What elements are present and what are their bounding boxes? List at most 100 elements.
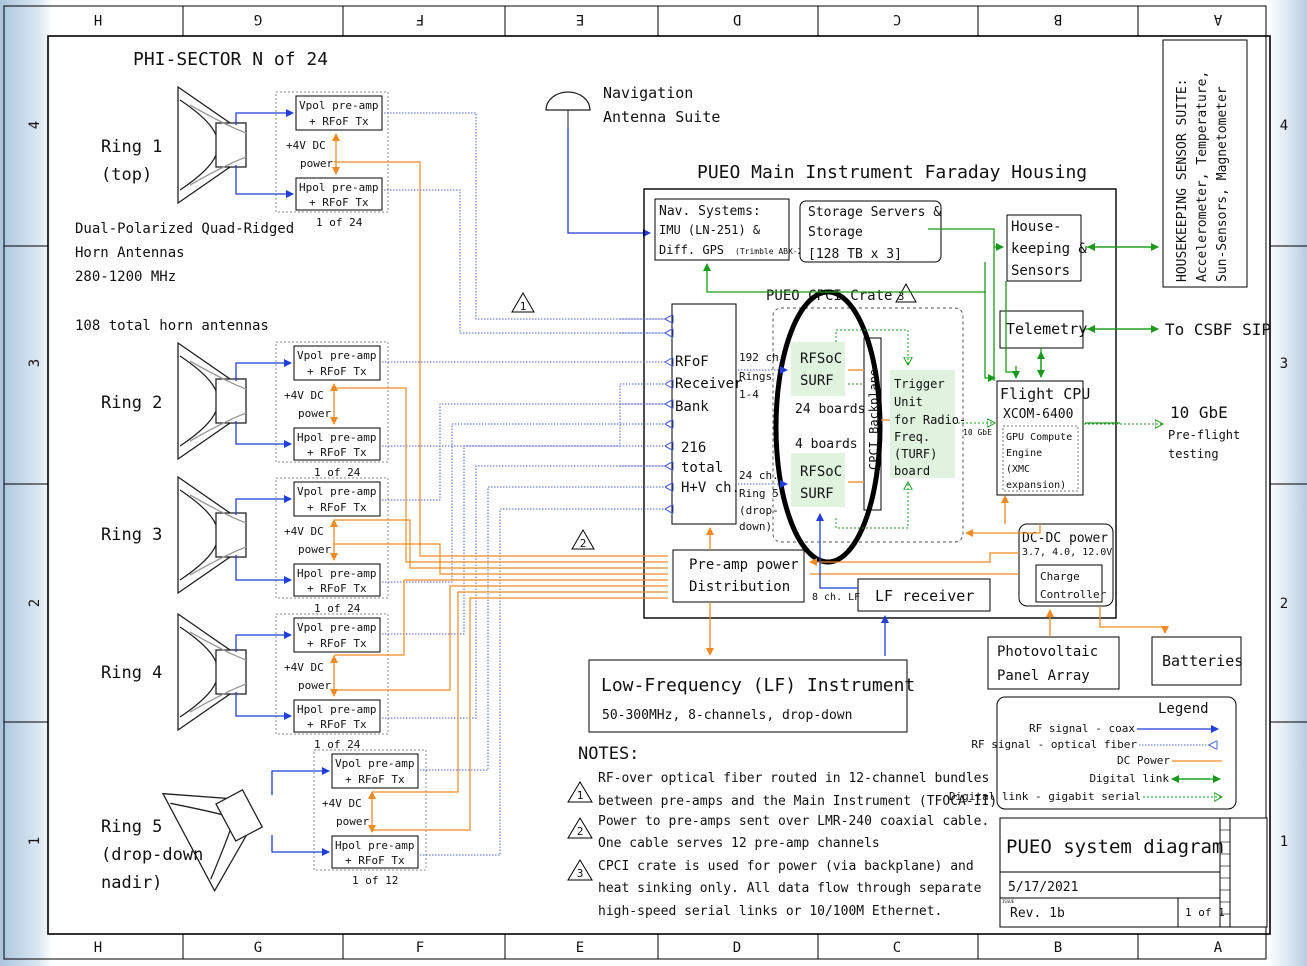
title-block: PUEO system diagram 5/17/2021 ISSUE Rev.… <box>999 817 1268 928</box>
svg-text:RFoF: RFoF <box>675 354 709 370</box>
svg-text:108 total horn antennas: 108 total horn antennas <box>75 318 269 334</box>
label-text: Vpol pre-amp <box>297 485 376 498</box>
svg-text:Legend: Legend <box>1158 701 1209 717</box>
grid-col-bottom: C <box>893 940 901 956</box>
svg-text:1 of 1: 1 of 1 <box>1185 906 1225 919</box>
svg-text:keeping &: keeping & <box>1011 241 1087 257</box>
grid-col-top: A <box>1213 11 1222 27</box>
svg-text:Trigger: Trigger <box>894 377 945 391</box>
label-text: + RFoF Tx <box>307 365 367 378</box>
storage-box: Storage Servers & Storage [128 TB x 3] <box>799 200 942 263</box>
svg-text:4 boards: 4 boards <box>795 437 858 452</box>
svg-text:Sensors: Sensors <box>1011 263 1070 279</box>
grid-col-bottom: D <box>733 940 741 956</box>
svg-text:PUEO system diagram: PUEO system diagram <box>1006 836 1223 858</box>
svg-text:LF receiver: LF receiver <box>875 587 974 605</box>
label-text: + RFoF Tx <box>309 115 369 128</box>
ring-1-sublabel: (top) <box>101 165 152 185</box>
svg-text:Low-Frequency (LF) Instrument: Low-Frequency (LF) Instrument <box>601 675 915 696</box>
svg-text:280-1200 MHz: 280-1200 MHz <box>75 269 176 285</box>
grid-row-right: 1 <box>1280 834 1288 850</box>
notes-section: NOTES: 1 RF-over optical fiber routed in… <box>567 744 997 919</box>
label-text: Vpol pre-amp <box>297 349 376 362</box>
label-text: Hpol pre-amp <box>297 567 376 580</box>
horn-icon <box>177 475 247 595</box>
grid-column-labels: H G F E D C B A H G F E D C B A <box>94 11 1223 956</box>
label-text: 1 of 24 <box>314 602 361 615</box>
vpol-preamp-box <box>293 345 381 381</box>
grid-col-top: G <box>254 11 262 27</box>
label-text: power <box>336 815 369 828</box>
label-text: Hpol pre-amp <box>297 703 376 716</box>
ring-3-label: Ring 3 <box>101 525 162 545</box>
label-text: +4V DC <box>286 139 326 152</box>
surf-board-4: 4 boards RFSoC SURF <box>791 437 858 507</box>
svg-text:24 ch.: 24 ch. <box>739 469 779 482</box>
svg-text:216: 216 <box>681 440 706 456</box>
dome-icon <box>545 91 591 111</box>
svg-text:Panel Array: Panel Array <box>997 668 1090 684</box>
svg-text:1-4: 1-4 <box>739 388 759 401</box>
grid-row-right: 3 <box>1280 356 1288 372</box>
svg-text:XCOM-6400: XCOM-6400 <box>1003 407 1073 422</box>
svg-text:3: 3 <box>898 290 905 303</box>
ring-4-label: Ring 4 <box>101 663 162 683</box>
svg-text:DC Power: DC Power <box>1117 754 1170 767</box>
svg-text:for Radio-: for Radio- <box>894 413 966 427</box>
svg-text:(TURF): (TURF) <box>894 447 937 461</box>
svg-text:SURF: SURF <box>800 486 834 502</box>
svg-text:Ring 5: Ring 5 <box>739 487 779 500</box>
dcdc-power-box: DC-DC power 3.7, 4.0, 12.0V Charge Contr… <box>1018 523 1114 607</box>
svg-text:Rings: Rings <box>739 370 772 383</box>
svg-text:HOUSEKEEPING SENSOR SUITE:: HOUSEKEEPING SENSOR SUITE: <box>1175 79 1190 283</box>
housing-title: PUEO Main Instrument Faraday Housing <box>697 162 1087 183</box>
label-text: Hpol pre-amp <box>299 181 378 194</box>
svg-text:SURF: SURF <box>800 373 834 389</box>
svg-text:8 ch. LF: 8 ch. LF <box>812 592 860 603</box>
grid-col-bottom: F <box>416 940 424 956</box>
label-text: + RFoF Tx <box>345 854 405 867</box>
svg-text:10 GbE: 10 GbE <box>1170 403 1228 422</box>
svg-text:Storage: Storage <box>808 225 863 240</box>
label-text: + RFoF Tx <box>309 196 369 209</box>
power-link <box>334 161 668 557</box>
power-link <box>334 543 668 575</box>
label-text: + RFoF Tx <box>307 637 367 650</box>
svg-text:heat sinking only. All data f: heat sinking only. All data flow through… <box>598 881 982 896</box>
grid-col-top: F <box>416 11 424 27</box>
svg-text:Storage Servers &: Storage Servers & <box>808 205 941 220</box>
svg-text:One cable serves 12 pre-amp ch: One cable serves 12 pre-amp channels <box>598 836 880 851</box>
svg-text:RFSoC: RFSoC <box>800 464 842 480</box>
label-text: +4V DC <box>322 797 362 810</box>
label-text: Vpol pre-amp <box>335 757 414 770</box>
rfof-receiver-bank: RFoF Receiver Bank 216 total H+V ch. <box>671 303 742 525</box>
label-text: +4V DC <box>284 525 324 538</box>
grid-row-right: 4 <box>1280 118 1288 134</box>
svg-text:down): down) <box>739 520 772 533</box>
grid-row-left: 1 <box>27 837 43 845</box>
label-text: + RFoF Tx <box>307 446 367 459</box>
svg-text:high-speed serial links or 10/: high-speed serial links or 10/100M Ether… <box>598 904 942 919</box>
svg-text:(XMC: (XMC <box>1006 464 1030 475</box>
grid-col-top: E <box>576 11 584 27</box>
svg-text:DC-DC power: DC-DC power <box>1022 531 1108 546</box>
fiber-link <box>382 404 666 501</box>
grid-row-left: 2 <box>27 599 43 607</box>
label-text: + RFoF Tx <box>345 773 405 786</box>
ring-5-label: Ring 5 <box>101 817 162 837</box>
svg-text:[128 TB x 3]: [128 TB x 3] <box>808 247 902 262</box>
csbf-sip-label: To CSBF SIP <box>1165 320 1271 339</box>
svg-text:(drop-: (drop- <box>739 504 779 517</box>
antenna-description: Dual-Polarized Quad-Ridged Horn Antennas… <box>75 221 294 334</box>
ring-5-sublabel-2: nadir) <box>101 873 162 893</box>
horn-antennas <box>161 85 264 893</box>
svg-text:Antenna Suite: Antenna Suite <box>603 108 720 126</box>
connection-lines <box>334 112 1169 856</box>
svg-text:GPU Compute: GPU Compute <box>1006 432 1072 443</box>
grid-row-left: 4 <box>27 121 43 129</box>
svg-text:Engine: Engine <box>1006 448 1042 459</box>
label-text: 1 of 24 <box>314 738 361 751</box>
power-link <box>372 597 668 831</box>
